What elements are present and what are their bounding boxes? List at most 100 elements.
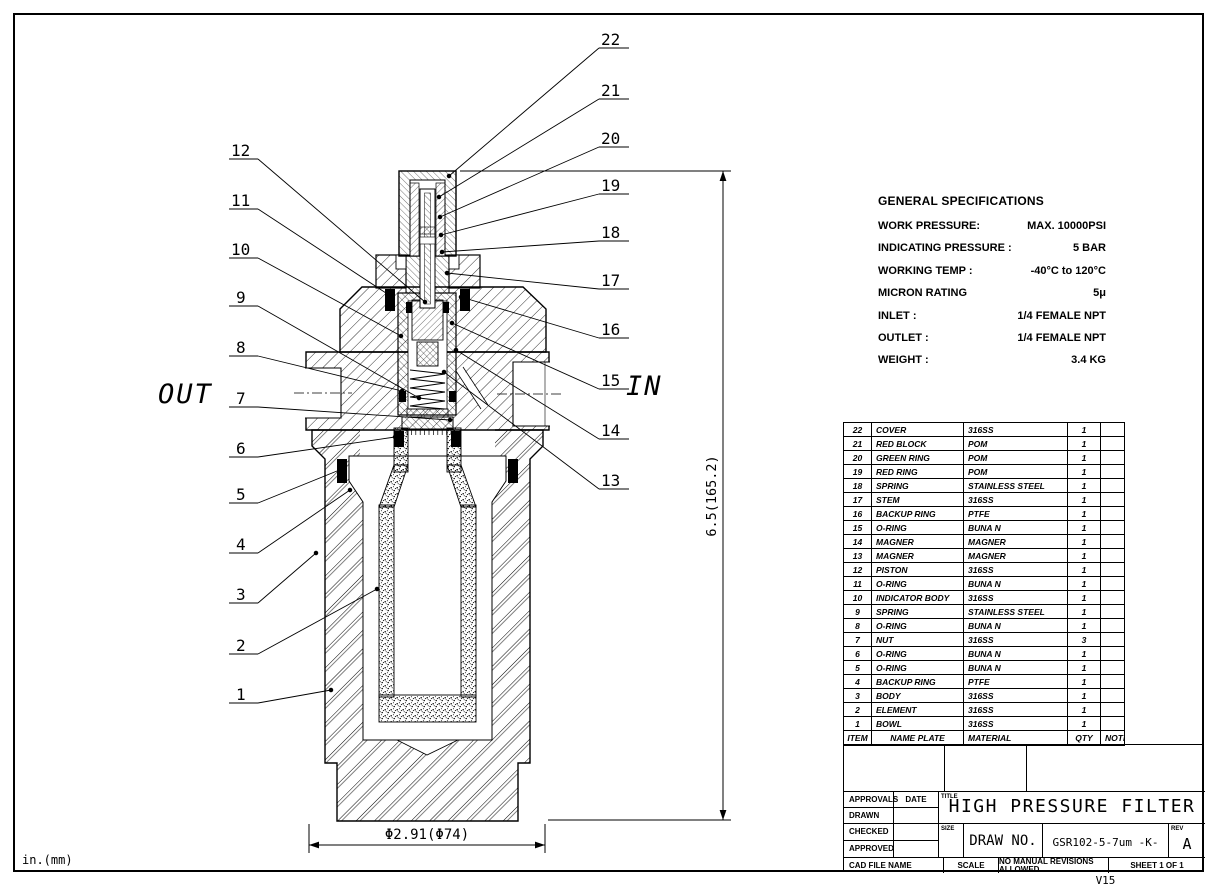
callout-22: 22 — [601, 30, 620, 49]
checked-label: CHECKED — [844, 823, 894, 840]
spec-label: WEIGHT : — [878, 354, 929, 367]
bom-part-name: STEM — [872, 493, 964, 506]
bom-part-name: BACKUP RING — [872, 675, 964, 688]
bom-row: 8 O-RING BUNA N 1 — [844, 619, 1124, 633]
bom-note — [1101, 647, 1124, 660]
callout-9: 9 — [236, 288, 246, 307]
bom-item-number: 19 — [844, 465, 872, 478]
bom-item-number: 17 — [844, 493, 872, 506]
bom-item-number: 16 — [844, 507, 872, 520]
bom-header-qty: QTY — [1068, 731, 1101, 745]
bom-qty: 1 — [1068, 619, 1101, 632]
bom-note — [1101, 507, 1124, 520]
bom-part-name: RED RING — [872, 465, 964, 478]
bom-header-row: ITEM NAME PLATE MATERIAL QTY NOTE — [844, 731, 1124, 745]
bom-material: POM — [964, 465, 1068, 478]
bom-note — [1101, 577, 1124, 590]
bom-qty: 1 — [1068, 717, 1101, 730]
bom-material: 316SS — [964, 591, 1068, 604]
bom-part-name: COVER — [872, 423, 964, 436]
bom-material: BUNA N — [964, 619, 1068, 632]
bom-header-material: MATERIAL — [964, 731, 1068, 745]
bom-material: BUNA N — [964, 577, 1068, 590]
callout-numbers-right: 22 21 20 19 18 17 16 15 14 13 — [601, 30, 620, 490]
spec-label: MICRON RATING — [878, 287, 968, 300]
bom-qty: 1 — [1068, 591, 1101, 604]
callout-13: 13 — [601, 471, 620, 490]
size-cell: SIZE — [939, 823, 964, 857]
bom-item-number: 14 — [844, 535, 872, 548]
callout-leaders-right — [436, 47, 629, 490]
bom-qty: 1 — [1068, 479, 1101, 492]
bom-material: BUNA N — [964, 647, 1068, 660]
spec-value: 1/4 FEMALE NPT — [1017, 332, 1106, 345]
bom-part-name: RED BLOCK — [872, 437, 964, 450]
bom-item-number: 15 — [844, 521, 872, 534]
bom-material: STAINLESS STEEL — [964, 479, 1068, 492]
bom-note — [1101, 451, 1124, 464]
bom-row: 18 SPRING STAINLESS STEEL 1 — [844, 479, 1124, 493]
height-dimension: 6.5(165.2) — [704, 455, 720, 536]
bom-row: 5 O-RING BUNA N 1 — [844, 661, 1124, 675]
cap-spring-sleeve — [409, 182, 420, 257]
bom-qty: 1 — [1068, 521, 1101, 534]
bom-item-number: 1 — [844, 717, 872, 730]
bom-qty: 1 — [1068, 465, 1101, 478]
cad-file-name-label: CAD FILE NAME — [844, 857, 944, 873]
bom-qty: 1 — [1068, 549, 1101, 562]
bom-material: STAINLESS STEEL — [964, 605, 1068, 618]
callout-12: 12 — [231, 141, 250, 160]
bom-note — [1101, 605, 1124, 618]
rev-value: A — [1182, 835, 1192, 853]
bom-note — [1101, 521, 1124, 534]
sheet-border — [13, 13, 1204, 872]
bom-row: 16 BACKUP RING PTFE 1 — [844, 507, 1124, 521]
bom-part-name: PISTON — [872, 563, 964, 576]
bom-row: 3 BODY 316SS 1 — [844, 689, 1124, 703]
bom-part-name: INDICATOR BODY — [872, 591, 964, 604]
bom-qty: 1 — [1068, 689, 1101, 702]
drawing-title: HIGH PRESSURE FILTER — [948, 796, 1196, 817]
bom-note — [1101, 591, 1124, 604]
bom-note — [1101, 703, 1124, 716]
units-note: in.(mm) — [22, 853, 73, 867]
cover-part — [398, 170, 457, 309]
bom-row: 12 PISTON 316SS 1 — [844, 563, 1124, 577]
bom-note — [1101, 437, 1124, 450]
in-port-label: IN — [626, 371, 663, 402]
bom-part-name: SPRING — [872, 479, 964, 492]
spec-value: 5μ — [1093, 287, 1106, 300]
bom-item-number: 5 — [844, 661, 872, 674]
callout-7: 7 — [236, 389, 246, 408]
bill-of-materials-table: 22 COVER 316SS 1 21 RED BLOCK POM 1 20 G… — [843, 422, 1125, 746]
bom-row: 10 INDICATOR BODY 316SS 1 — [844, 591, 1124, 605]
bom-note — [1101, 619, 1124, 632]
bom-item-number: 7 — [844, 633, 872, 646]
spec-value: 5 BAR — [1072, 242, 1106, 255]
scale-label: SCALE — [944, 857, 999, 873]
bom-qty: 1 — [1068, 605, 1101, 618]
callout-4: 4 — [236, 535, 246, 554]
callout-1: 1 — [236, 685, 246, 704]
bom-part-name: ELEMENT — [872, 703, 964, 716]
sheet-number: SHEET 1 OF 1 — [1109, 857, 1205, 873]
element-part — [378, 427, 477, 723]
bom-material: 316SS — [964, 563, 1068, 576]
spec-row: MICRON RATING 5μ — [878, 282, 1106, 304]
title-field-label: TITLE — [941, 794, 958, 800]
bom-qty: 1 — [1068, 493, 1101, 506]
bom-row: 9 SPRING STAINLESS STEEL 1 — [844, 605, 1124, 619]
callout-19: 19 — [601, 176, 620, 195]
bom-part-name: O-RING — [872, 647, 964, 660]
diameter-dimension: Φ2.91(Φ74) — [385, 827, 469, 843]
indicator-assembly — [385, 289, 470, 435]
spec-value: MAX. 10000PSI — [1027, 220, 1106, 232]
specs-title: GENERAL SPECIFICATIONS — [878, 194, 1044, 208]
bom-material: POM — [964, 451, 1068, 464]
bom-qty: 1 — [1068, 535, 1101, 548]
revisions-note: NO MANUAL REVISIONS ALLOWED — [999, 857, 1109, 873]
bom-part-name: O-RING — [872, 619, 964, 632]
callout-leaders-left — [229, 158, 453, 704]
bom-header-name: NAME PLATE — [872, 731, 964, 745]
checked-date-cell — [894, 823, 939, 840]
